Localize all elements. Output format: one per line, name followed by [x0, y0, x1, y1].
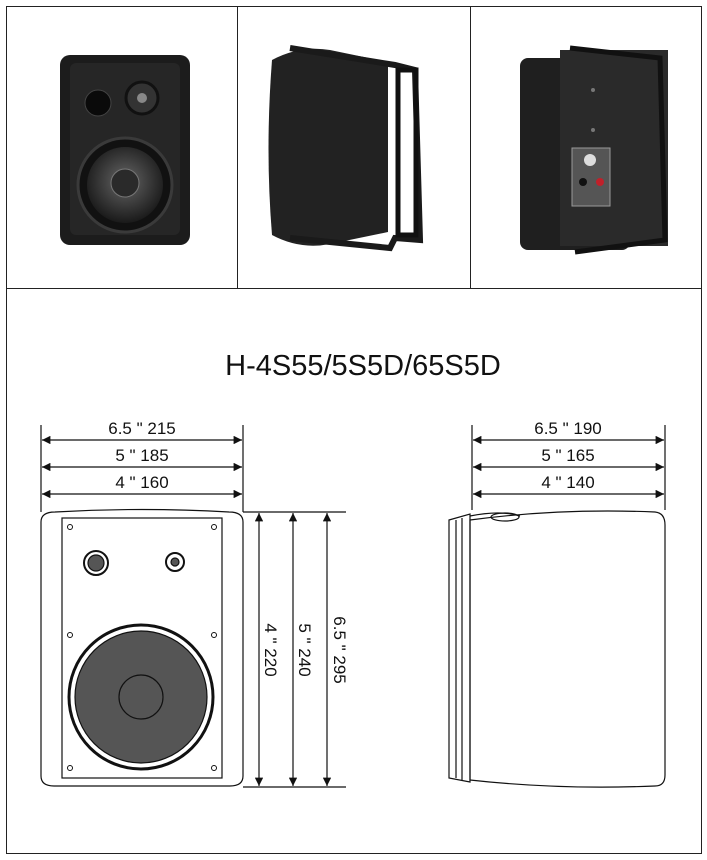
- side-depth-dimensions: [471, 425, 666, 510]
- width-dim-4: 4 " 160: [115, 473, 168, 492]
- height-dim-5: 5 " 240: [295, 623, 314, 676]
- depth-dim-6-5: 6.5 " 190: [534, 419, 601, 438]
- width-dim-5: 5 " 185: [115, 446, 168, 465]
- photo-side-view: [268, 45, 424, 252]
- height-dim-6-5: 6.5 " 295: [330, 616, 349, 683]
- front-width-dimensions: [40, 425, 244, 512]
- photo-rear-view: [520, 45, 668, 255]
- photo-front-view: [60, 55, 190, 245]
- front-drawing: [40, 508, 244, 787]
- depth-dim-4: 4 " 140: [541, 473, 594, 492]
- height-dimensions: [243, 511, 346, 788]
- model-title: H-4S55/5S5D/65S5D: [225, 350, 501, 382]
- depth-dim-5: 5 " 165: [541, 446, 594, 465]
- frame: [6, 6, 702, 854]
- width-dim-6-5: 6.5 " 215: [108, 419, 175, 438]
- height-dim-4: 4 " 220: [261, 623, 280, 676]
- side-drawing: [448, 510, 666, 788]
